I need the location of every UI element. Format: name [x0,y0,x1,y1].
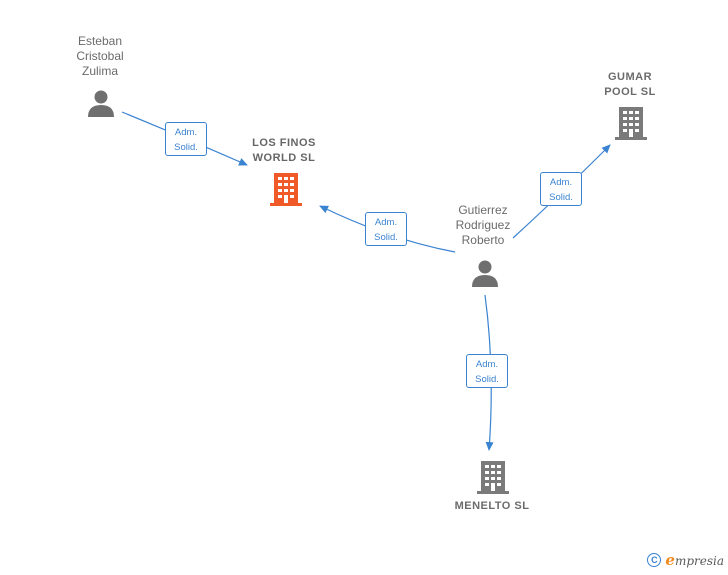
building-icon[interactable] [270,172,302,206]
company-label-gumar-pool[interactable]: GUMAR POOL SL [604,71,656,98]
edge-badge-line2: Solid. [374,232,398,243]
brand-initial: e [665,551,675,569]
person-label-esteban[interactable]: Esteban Cristobal Zulima [76,34,124,78]
footer-brand[interactable]: C empresia [647,551,724,569]
company-label-los-finos-world[interactable]: LOS FINOS WORLD SL [252,137,316,164]
edge-badge-line2: Solid. [549,192,573,203]
edge-badge-line1: Adm. [174,127,198,138]
building-icon[interactable] [615,106,647,140]
building-icon[interactable] [477,460,509,494]
edge-badge-line1: Adm. [475,359,499,370]
edge-badge-gutierrez-menelto[interactable]: Adm. Solid. [466,354,508,388]
company-label-menelto[interactable]: MENELTO SL [454,500,530,512]
edge-badge-esteban-losfinos[interactable]: Adm. Solid. [165,122,207,156]
person-icon[interactable] [86,88,116,118]
edge-badge-line1: Adm. [374,217,398,228]
person-icon[interactable] [470,258,500,288]
edge-badge-gutierrez-losfinos[interactable]: Adm. Solid. [365,212,407,246]
edge-badge-gutierrez-gumar[interactable]: Adm. Solid. [540,172,582,206]
copyright-icon: C [647,553,662,567]
brand-rest: mpresia [674,554,724,568]
edge-badge-line2: Solid. [174,142,198,153]
brand-logo: empresia [665,551,724,569]
edge-badge-line2: Solid. [475,374,499,385]
edge-badge-line1: Adm. [549,177,573,188]
person-label-gutierrez[interactable]: Gutierrez Rodriguez Roberto [455,203,511,247]
